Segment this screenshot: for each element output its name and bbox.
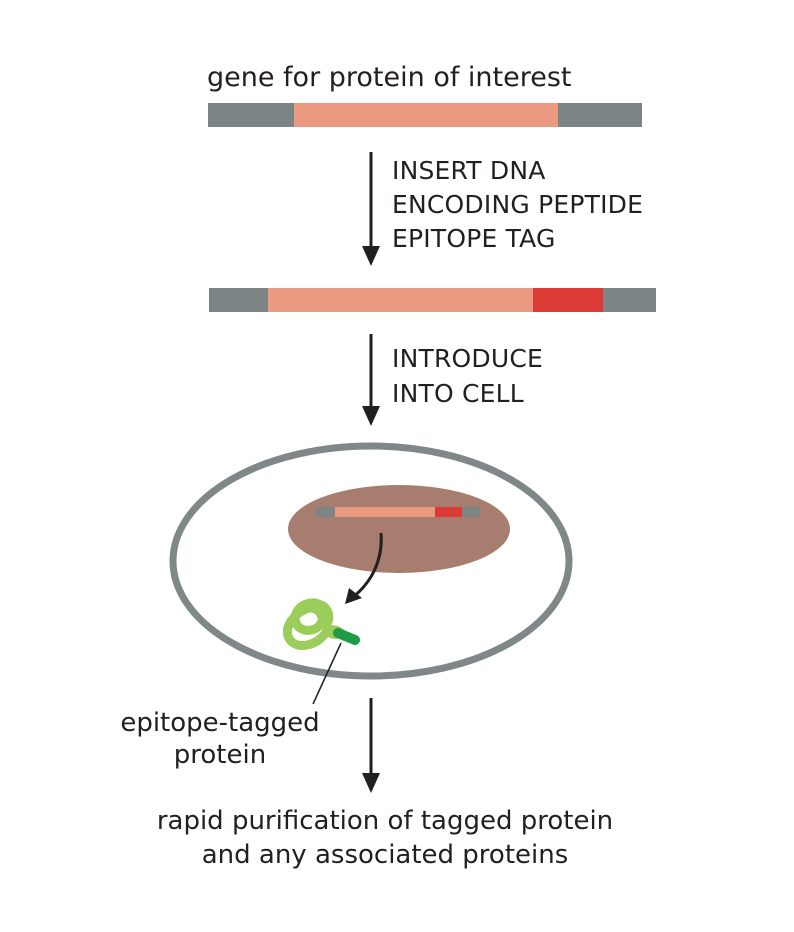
gene-flank-left [208, 103, 294, 127]
arrow-introduce-into-cell [362, 334, 380, 426]
step2-line1: INTRODUCE [392, 344, 543, 373]
nucleus [288, 485, 510, 573]
gene-construct-tagged [209, 288, 656, 312]
arrow-purification [362, 698, 380, 793]
caption-leader-line [312, 642, 342, 705]
cell [169, 442, 573, 680]
step1-line2: ENCODING PEPTIDE [392, 190, 643, 219]
expression-arrow [345, 532, 383, 604]
tagged-gene-flank-right [603, 288, 656, 312]
result-line1: rapid purification of tagged protein [157, 806, 613, 836]
step1-line3: EPITOPE TAG [392, 224, 556, 253]
nuclear-tagged-gene [316, 507, 480, 517]
tagged-gene-flank-left [209, 288, 268, 312]
caption-line2: protein [174, 740, 266, 770]
epitope-tag-region [533, 288, 603, 312]
protein-caption: epitope-tagged protein [120, 708, 319, 770]
gene-flank-right [558, 103, 642, 127]
arrow-insert-tag [362, 152, 380, 266]
step-introduce-label: INTRODUCE INTO CELL [392, 344, 543, 408]
epitope-tagged-protein [282, 598, 360, 650]
tagged-gene-coding-region [268, 288, 533, 312]
protein-loop [313, 599, 343, 639]
step1-line1: INSERT DNA [392, 156, 546, 185]
step-insert-tag-label: INSERT DNA ENCODING PEPTIDE EPITOPE TAG [392, 156, 643, 253]
gene-coding-region [294, 103, 558, 127]
epitope-tag [333, 628, 360, 645]
result-line2: and any associated proteins [202, 840, 569, 870]
gene-title: gene for protein of interest [207, 62, 572, 93]
gene-construct-original [208, 103, 642, 127]
step2-line2: INTO CELL [392, 379, 524, 408]
caption-line1: epitope-tagged [120, 708, 319, 738]
result-text: rapid purification of tagged protein and… [157, 806, 613, 870]
